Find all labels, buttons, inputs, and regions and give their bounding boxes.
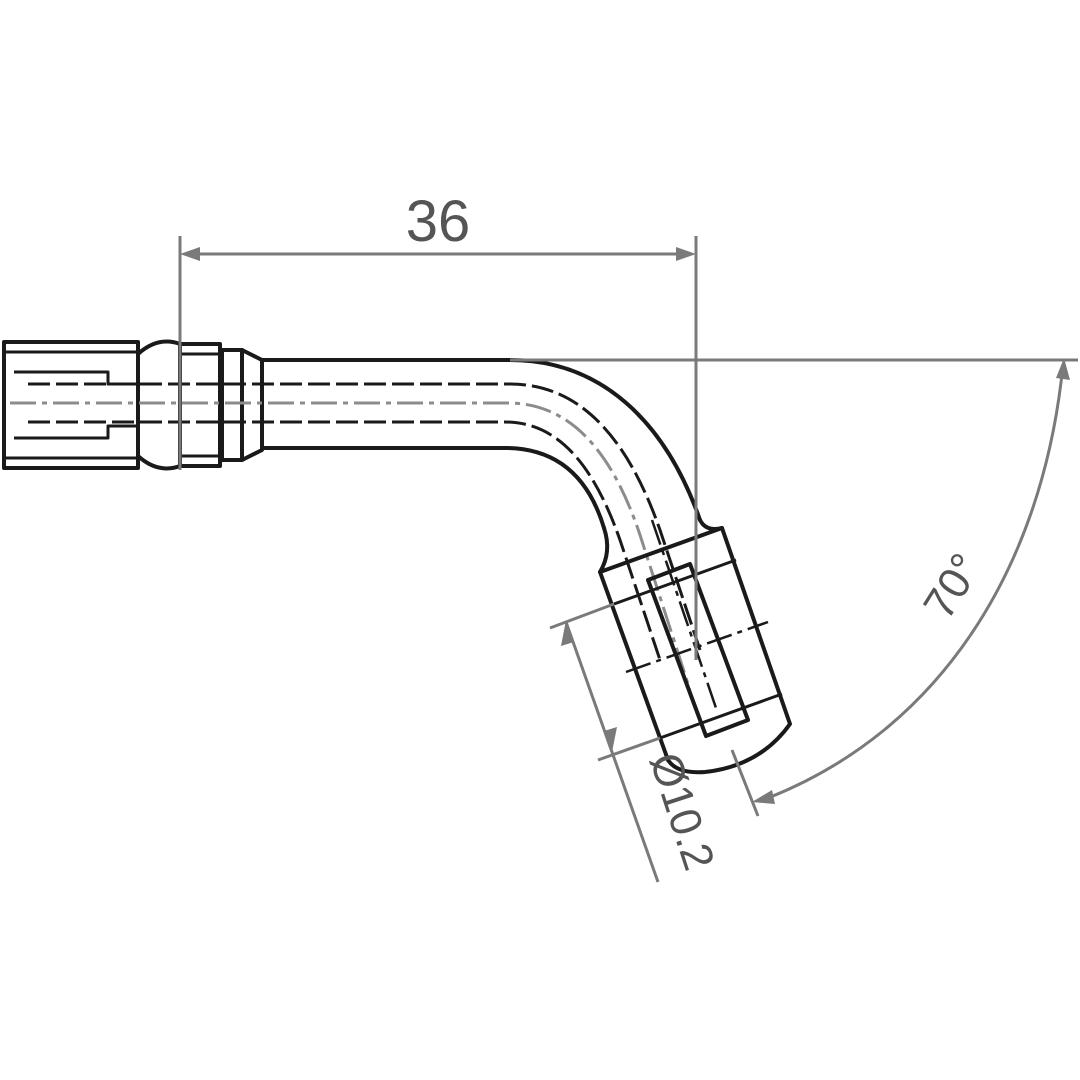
angle-arrow-bottom (752, 790, 775, 804)
straight-fitting (2, 339, 264, 471)
ferrule-band-bottom (178, 454, 222, 468)
diameter-extension-lower (597, 736, 661, 762)
inner-nipple (646, 562, 750, 738)
length-arrow-left (180, 247, 200, 261)
bore-hidden-bottom (28, 420, 662, 661)
angle-arrow-top (1056, 358, 1070, 380)
bent-tube (10, 358, 702, 691)
ferrule-body (178, 342, 222, 468)
length-dimension: 36 (178, 189, 698, 660)
fitting-center-axis (650, 519, 718, 709)
bore-hidden-top (28, 382, 702, 651)
hex-nut-band-bottom (2, 456, 140, 470)
hex-land-upper (613, 558, 737, 606)
collar-taper (240, 348, 264, 462)
collar (220, 348, 244, 462)
crimp-neck (136, 339, 182, 471)
transition-notch-left (598, 526, 610, 574)
angle-extension-line (730, 749, 760, 817)
hex-nut-body (2, 340, 140, 470)
hex-nut-band-top (2, 340, 140, 354)
fitting-outer-body (598, 526, 792, 775)
angle-dimension: 70° (510, 358, 1078, 817)
diameter-arrow-upper (561, 620, 574, 646)
angle-label: 70° (914, 545, 991, 627)
diameter-label: Ø10.2 (640, 747, 724, 876)
tube-centerline (10, 401, 692, 691)
diameter-arrow-lower (604, 727, 617, 752)
length-arrow-right (676, 247, 696, 261)
length-label: 36 (406, 189, 471, 254)
angle-arc (767, 373, 1064, 800)
ferrule-band-top (178, 342, 222, 356)
tube-outer-bottom (260, 446, 606, 530)
nut-bore-hidden (14, 370, 138, 440)
diameter-extension-upper (549, 602, 615, 630)
hex-land-lower (659, 692, 783, 740)
